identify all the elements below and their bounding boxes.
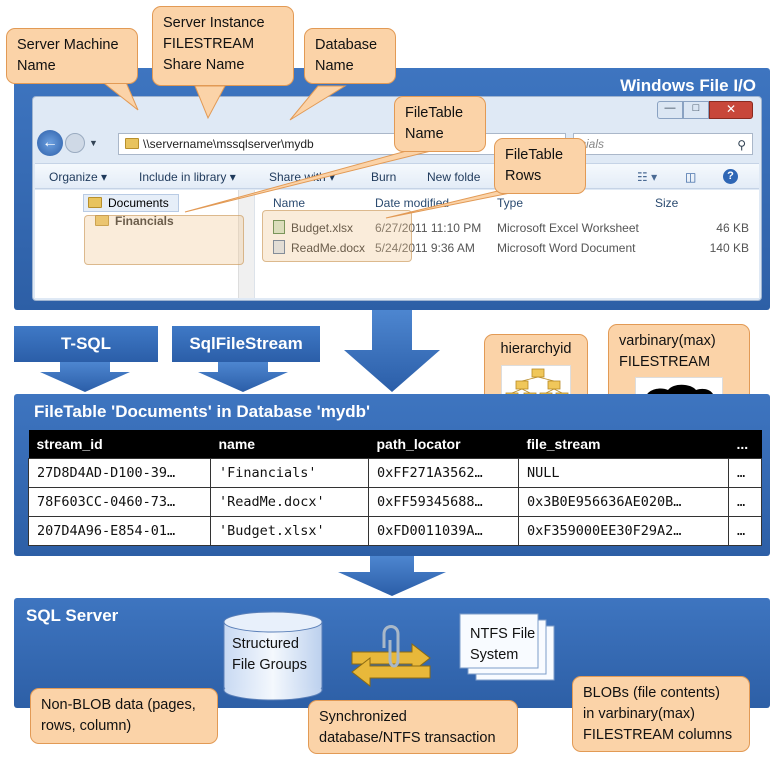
paperclip-icon <box>382 625 400 668</box>
window-controls: — □ ✕ <box>657 101 753 119</box>
cell-more: … <box>728 457 762 488</box>
cell-more: … <box>728 515 762 546</box>
explorer-window: — □ ✕ ← ▼ \\servername\mssqlserver\mydb … <box>32 96 762 301</box>
cell-path-locator: 0xFF271A3562… <box>368 457 519 488</box>
header-file-stream: file_stream <box>518 430 729 458</box>
file-size: 46 KB <box>716 221 749 235</box>
file-date: 6/27/2011 11:10 PM <box>375 221 482 235</box>
callout-filetable-name: FileTable Name <box>394 96 486 152</box>
windows-file-io-title: Windows File I/O <box>620 76 756 95</box>
folder-icon <box>125 138 139 149</box>
cell-file-stream: 0xF359000EE30F29A2… <box>518 515 729 546</box>
include-in-library-menu[interactable]: Include in library ▾ <box>139 170 236 184</box>
file-size: 140 KB <box>709 241 749 255</box>
ntfs-file-system-label: NTFS File System <box>470 626 536 664</box>
file-row[interactable]: Budget.xlsx 6/27/2011 11:10 PM Microsoft… <box>273 220 753 238</box>
explorer-content: Documents Financials Name Date modified … <box>35 190 759 298</box>
command-bar: Organize ▾ Include in library ▾ Share wi… <box>35 163 759 189</box>
ntfs-pages-icon <box>459 613 555 681</box>
sql-server-title: SQL Server <box>26 606 119 625</box>
table-row: 207D4A96-E854-01… 'Budget.xlsx' 0xFD0011… <box>28 515 762 546</box>
nav-item-label: Documents <box>108 196 169 210</box>
file-name: ReadMe.docx <box>291 241 366 255</box>
folder-icon <box>88 197 102 208</box>
header-name: name <box>210 430 369 458</box>
search-icon: ⚲ <box>737 138 746 152</box>
table-row: 27D8D4AD-D100-39… 'Financials' 0xFF271A3… <box>28 457 762 488</box>
views-icon[interactable]: ☷ ▾ <box>637 170 658 184</box>
callout-server-machine-name: Server Machine Name <box>6 28 138 84</box>
callout-non-blob: Non-BLOB data (pages, rows, column) <box>30 688 218 744</box>
preview-pane-icon[interactable]: ◫ <box>685 170 697 184</box>
callout-database-name: Database Name <box>304 28 396 84</box>
search-input[interactable]: cials ⚲ <box>573 133 753 155</box>
database-cylinder-icon <box>223 611 323 701</box>
sqlfilestream-banner: SqlFileStream <box>172 326 320 362</box>
hierarchyid-label: hierarchyid <box>500 341 572 357</box>
file-row[interactable]: ReadMe.docx 5/24/2011 9:36 AM Microsoft … <box>273 240 753 258</box>
header-stream-id: stream_id <box>28 430 211 458</box>
back-button[interactable]: ← <box>37 130 63 156</box>
sqlfilestream-down-arrow <box>198 362 288 392</box>
cell-name: 'Budget.xlsx' <box>210 515 369 546</box>
nav-item-documents[interactable]: Documents <box>83 194 179 212</box>
search-text: cials <box>580 137 605 151</box>
callout-blobs: BLOBs (file contents) in varbinary(max) … <box>572 676 750 752</box>
share-with-menu[interactable]: Share with ▾ <box>269 170 336 184</box>
cell-more: … <box>728 486 762 517</box>
new-folder-button[interactable]: New folde <box>427 170 481 184</box>
main-down-arrow <box>344 310 440 392</box>
maximize-button[interactable]: □ <box>683 101 709 119</box>
table-to-server-arrow <box>338 556 446 596</box>
minimize-button[interactable]: — <box>657 101 683 119</box>
header-path-locator: path_locator <box>368 430 519 458</box>
file-date: 5/24/2011 9:36 AM <box>375 241 475 255</box>
column-header-date[interactable]: Date modified <box>375 196 450 210</box>
table-header-row: stream_id name path_locator file_stream … <box>28 430 762 458</box>
filetable-title: FileTable 'Documents' in Database 'mydb' <box>34 402 371 421</box>
column-header-name[interactable]: Name <box>273 196 306 210</box>
navigation-pane: Documents Financials <box>35 190 255 298</box>
rows-highlight <box>262 210 412 262</box>
table-row: 78F603CC-0460-73… 'ReadMe.docx' 0xFF5934… <box>28 486 762 517</box>
varbinary-label: varbinary(max) FILESTREAM <box>619 333 716 371</box>
cell-stream-id: 78F603CC-0460-73… <box>28 486 211 517</box>
file-name: Budget.xlsx <box>291 221 354 235</box>
cell-stream-id: 207D4A96-E854-01… <box>28 515 211 546</box>
callout-synchronized: Synchronized database/NTFS transaction <box>308 700 518 754</box>
cell-path-locator: 0xFF59345688… <box>368 486 519 517</box>
help-icon[interactable]: ? <box>723 169 738 184</box>
burn-button[interactable]: Burn <box>371 170 397 184</box>
callout-server-instance: Server Instance FILESTREAM Share Name <box>152 6 294 86</box>
tsql-banner: T-SQL <box>14 326 158 362</box>
nav-item-label: Financials <box>115 214 174 228</box>
header-more: ... <box>728 430 762 458</box>
organize-menu[interactable]: Organize ▾ <box>49 170 108 184</box>
database-pointer <box>289 85 347 121</box>
history-dropdown-icon[interactable]: ▼ <box>89 138 98 148</box>
callout-filetable-rows: FileTable Rows <box>494 138 586 194</box>
server-instance-pointer <box>194 85 226 120</box>
forward-button[interactable] <box>65 133 85 153</box>
cell-file-stream: 0x3B0E956636AE020B… <box>518 486 729 517</box>
filetable-grid: stream_id name path_locator file_stream … <box>28 430 762 546</box>
folders-highlight <box>84 215 244 265</box>
tsql-down-arrow <box>40 362 130 392</box>
column-header-type[interactable]: Type <box>497 196 524 210</box>
word-file-icon <box>273 240 285 254</box>
cell-name: 'Financials' <box>210 457 369 488</box>
file-type: Microsoft Word Document <box>497 241 636 255</box>
cell-path-locator: 0xFD0011039A… <box>368 515 519 546</box>
cell-name: 'ReadMe.docx' <box>210 486 369 517</box>
column-header-size[interactable]: Size <box>655 196 679 210</box>
close-button[interactable]: ✕ <box>709 101 753 119</box>
file-type: Microsoft Excel Worksheet <box>497 221 639 235</box>
excel-file-icon <box>273 220 285 234</box>
address-path: \\servername\mssqlserver\mydb <box>143 137 314 151</box>
structured-file-groups-label: Structured File Groups <box>232 636 307 674</box>
